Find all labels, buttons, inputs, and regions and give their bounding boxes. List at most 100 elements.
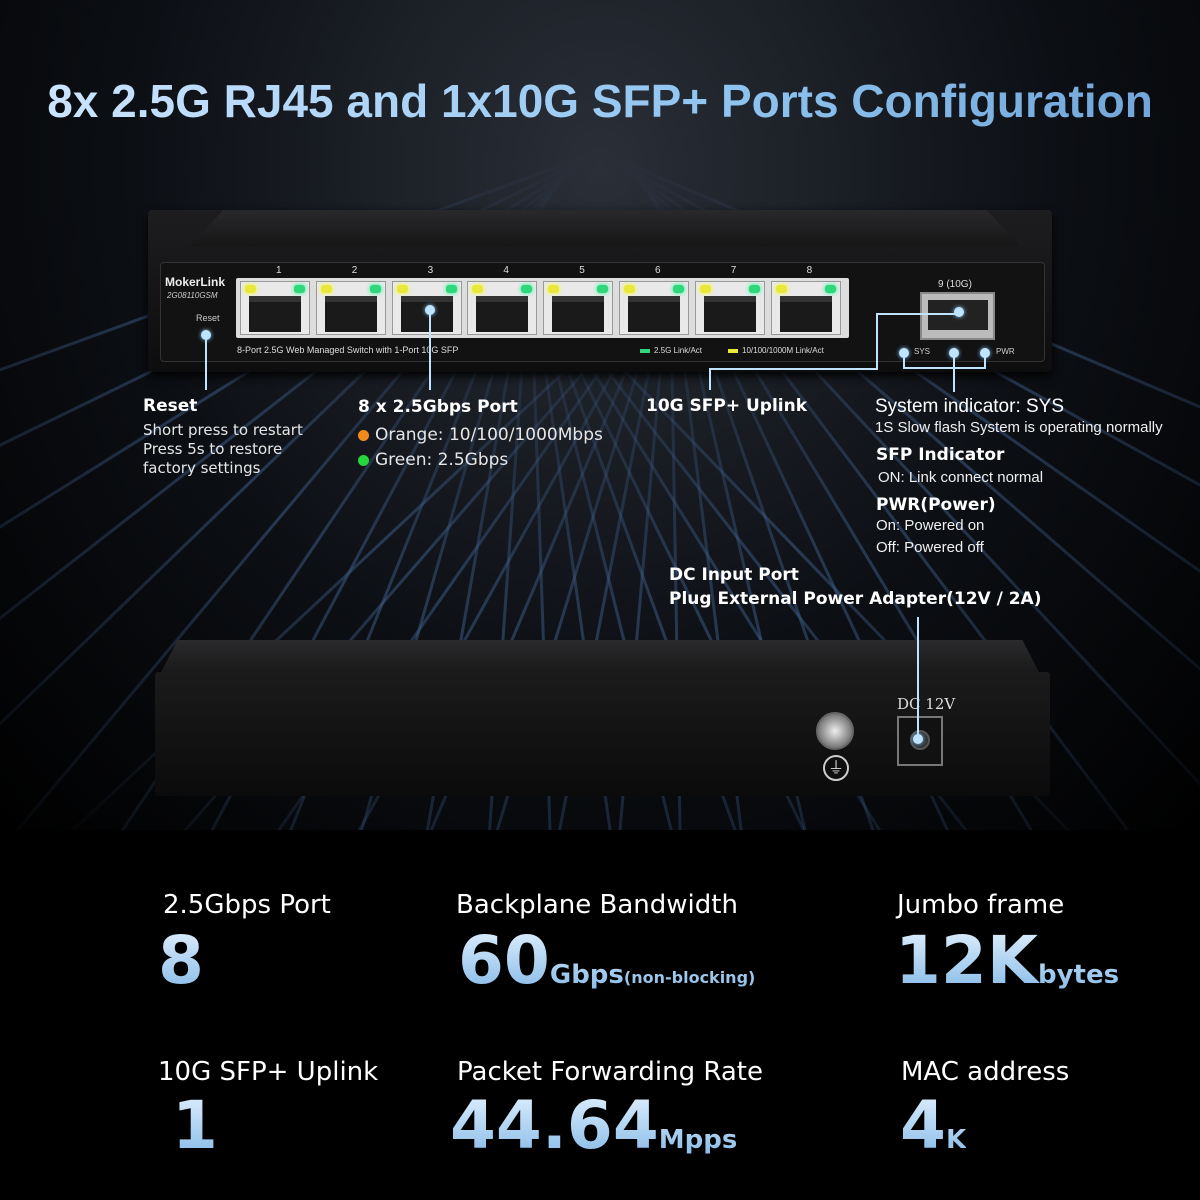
pwr-title: PWR(Power) (876, 495, 996, 515)
stat-value: 12Kbytes (895, 922, 1119, 999)
pwr-off: Off: Powered off (876, 539, 984, 556)
green-led (369, 285, 381, 293)
port-line (429, 313, 431, 390)
jack (249, 296, 301, 332)
stat-number: 12K (895, 922, 1038, 999)
ind-line (984, 356, 986, 368)
sfp-ind-title: SFP Indicator (876, 445, 1005, 465)
stat-unit: Mpps (658, 1125, 738, 1155)
yellow-led (775, 285, 787, 293)
rj45-port-5 (543, 281, 614, 335)
sfp-ind-dot (949, 348, 959, 358)
yellow-led (548, 285, 560, 293)
port-number: 7 (730, 265, 737, 276)
stat-number: 44.64 (450, 1087, 659, 1164)
reset-line-3: factory settings (143, 459, 261, 477)
reset-line-2: Press 5s to restore (143, 440, 283, 458)
legend-green-text: 2.5G Link/Act (654, 346, 703, 355)
stat-label: MAC address (901, 1057, 1070, 1087)
stat-value: 8 (158, 922, 204, 999)
port-number: 8 (806, 265, 813, 276)
stat-label: Backplane Bandwidth (456, 890, 738, 920)
stat-number: 1 (172, 1087, 218, 1164)
jack (703, 296, 756, 332)
green-led (748, 285, 760, 293)
yellow-led (396, 285, 408, 293)
sfp-dot (954, 307, 964, 317)
sfp-port-label: 9 (10G) (938, 279, 972, 290)
yellow-led (699, 285, 711, 293)
port-number: 6 (655, 265, 661, 276)
reset-title: Reset (143, 396, 198, 416)
rj45-port-6 (619, 281, 689, 335)
yellow-led (320, 285, 332, 293)
dc-desc: Plug External Power Adapter(12V / 2A) (669, 589, 1042, 609)
dc-port-label: DC 12V (897, 695, 956, 713)
dc-dot (913, 734, 923, 744)
rj45-port-8 (770, 281, 841, 335)
ports-title: 8 x 2.5Gbps Port (358, 397, 518, 417)
ground-icon: ⏚ (823, 755, 849, 781)
stat-unit: Gbps (549, 960, 624, 990)
ind-line (903, 367, 986, 369)
stat-label: 10G SFP+ Uplink (158, 1057, 379, 1087)
port-number: 3 (427, 265, 434, 276)
stat-note: (non-blocking) (623, 968, 756, 987)
brand-logo: MokerLink (165, 275, 226, 289)
reset-label: Reset (196, 313, 220, 323)
port-dot (425, 305, 435, 315)
orange-text: Orange: 10/100/1000Mbps (375, 425, 603, 445)
reset-dot (201, 330, 211, 340)
green-led (294, 285, 305, 293)
port-number: 1 (276, 265, 282, 276)
rj45-port-1 (240, 281, 310, 335)
green-led (824, 285, 836, 293)
reset-desc: Short press to restart Press 5s to resto… (143, 421, 303, 478)
dc-line (917, 617, 919, 737)
rj45-port-2 (315, 281, 386, 335)
jack (779, 296, 832, 332)
ind-line (903, 356, 905, 368)
stat-unit: bytes (1038, 960, 1120, 990)
legend-yellow-text: 10/100/1000M Link/Act (742, 346, 824, 355)
stat-value: 44.64Mpps (450, 1087, 737, 1164)
stat-number: 4 (900, 1087, 946, 1164)
sfp-line-h2 (710, 368, 878, 370)
reset-line-1: Short press to restart (143, 421, 303, 439)
jack (476, 296, 529, 332)
stat-number: 60 (458, 922, 550, 999)
sfp-line-v (876, 313, 878, 369)
ind-line (953, 356, 955, 392)
panel-caption: 8-Port 2.5G Web Managed Switch with 1-Po… (237, 345, 459, 355)
stat-number: 8 (158, 922, 204, 999)
stat-label: Jumbo frame (897, 890, 1065, 920)
legend-green: 2.5G Link/Act (640, 346, 702, 355)
pwr-on: On: Powered on (876, 517, 985, 534)
stat-unit: K (945, 1125, 967, 1155)
yellow-led (472, 285, 484, 293)
ports-desc: Orange: 10/100/1000Mbps Green: 2.5Gbps (358, 423, 603, 473)
yellow-led (624, 285, 635, 293)
sfp-ind-desc: ON: Link connect normal (878, 469, 1044, 486)
sys-title: System indicator: SYS (875, 396, 1065, 417)
pwr-label: PWR (996, 347, 1015, 356)
green-led (597, 285, 609, 293)
orange-desc: Orange: 10/100/1000Mbps (358, 423, 603, 448)
legend-yellow: 10/100/1000M Link/Act (728, 346, 824, 355)
switch-top (190, 210, 1020, 246)
green-desc: Green: 2.5Gbps (358, 448, 603, 473)
stat-value: 4K (900, 1087, 966, 1164)
green-text: Green: 2.5Gbps (375, 450, 509, 470)
page-title: 8x 2.5G RJ45 and 1x10G SFP+ Ports Config… (0, 74, 1200, 128)
sfp-line-v2 (709, 368, 711, 390)
green-led (673, 285, 684, 293)
dc-title: DC Input Port (669, 565, 799, 585)
jack (324, 296, 377, 332)
sys-dot (899, 348, 909, 358)
port-number: 5 (579, 265, 585, 276)
reset-line (205, 338, 207, 390)
model-number: 2G08110GSM (167, 291, 218, 300)
stat-label: Packet Forwarding Rate (457, 1057, 763, 1087)
rj45-port-bank (236, 278, 849, 338)
rj45-port-3 (391, 281, 462, 335)
